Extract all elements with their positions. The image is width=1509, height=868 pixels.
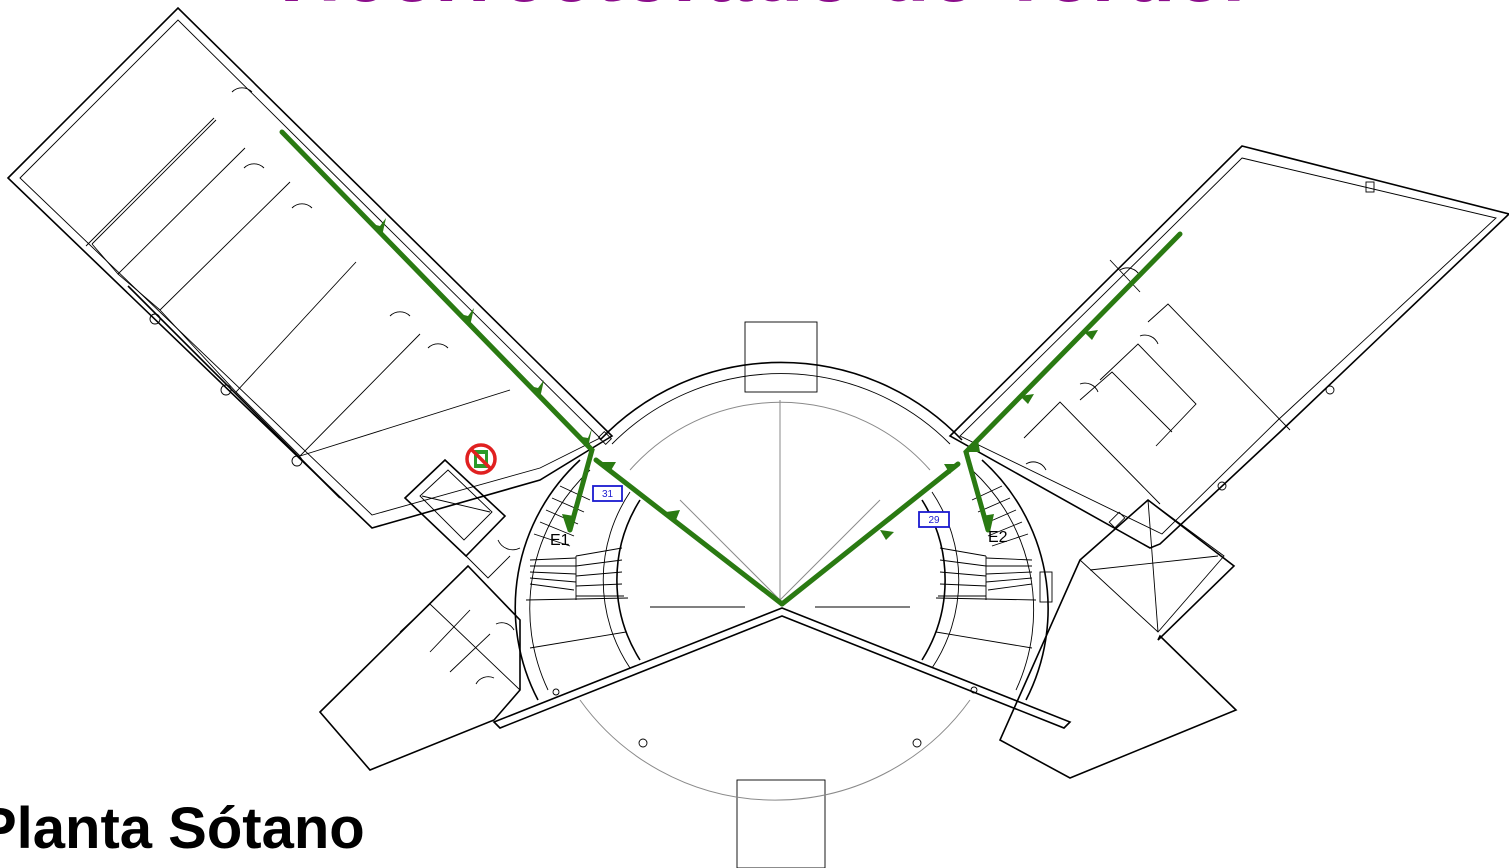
route-arrow (966, 440, 980, 452)
route-arrow (530, 380, 544, 398)
stair-e1 (514, 459, 641, 701)
evacuation-route-right (779, 231, 1183, 607)
floor-subtitle: Planta Sótano (0, 796, 365, 861)
central-hall (492, 321, 1072, 868)
left-wing (6, 6, 614, 771)
route-arrow (562, 514, 574, 532)
route-arrow (1020, 394, 1034, 404)
room-tag-31: 31 (592, 485, 623, 502)
svg-text:31: 31 (602, 489, 614, 500)
route-arrow (666, 510, 680, 520)
no-extinguisher-icon (465, 443, 497, 475)
route-arrow (600, 462, 616, 472)
page-title: Vicerrectorado de Teruel (0, 0, 1509, 14)
stair-e2 (921, 459, 1053, 701)
route-arrow (982, 514, 994, 532)
exit-label-e2: E2 (988, 529, 1008, 546)
svg-text:29: 29 (928, 515, 940, 526)
evacuation-route-left (279, 129, 785, 607)
route-arrow (944, 464, 958, 474)
route-arrow (372, 218, 386, 236)
right-wing (948, 145, 1509, 779)
route-arrow (576, 428, 592, 448)
route-arrow (1084, 330, 1098, 340)
room-tag-29: 29 (918, 511, 950, 528)
route-arrow (460, 308, 474, 326)
route-arrow (880, 530, 894, 540)
exit-label-e1: E1 (550, 532, 570, 549)
